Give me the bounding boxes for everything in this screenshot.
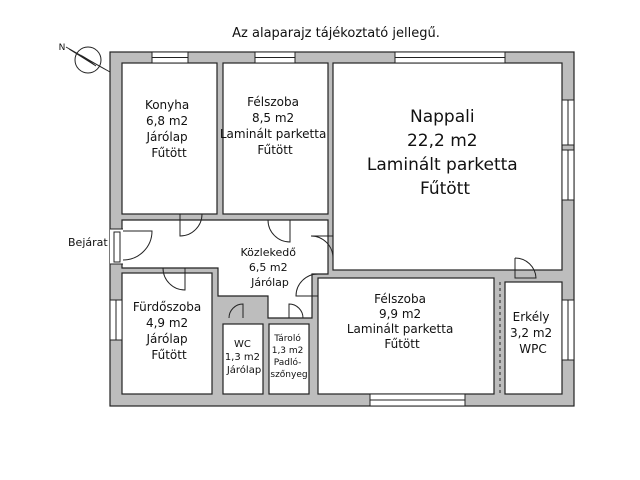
windows [109,51,575,407]
furdo-area: 4,9 m2 [146,316,188,330]
tarolo-name: Tároló [273,333,301,344]
svg-text:Félszoba 9,9 m2 La: Félszoba 9,9 m2 Laminált parketta Fűtött [347,292,457,351]
entrance-door [110,228,153,265]
tarolo-area: 1,3 m2 [272,346,304,356]
door-felszoba-2 [295,273,319,297]
north-label: N [59,43,66,53]
room-konyha [121,62,218,215]
svg-text:Félszoba 8,5 m2 La: Félszoba 8,5 m2 Laminált parketta Fűtött [220,95,330,157]
svg-text:Tároló 1,3 m2 Padl: Tároló 1,3 m2 Padló- szőnyeg [270,333,307,380]
felszoba1-name: Félszoba [247,95,299,109]
nappali-name: Nappali [410,107,475,127]
svg-text:Konyha 6,8 m2 Járó: Konyha 6,8 m2 Járólap Fűtött [145,98,193,160]
svg-text:Erkély 3,2 m2 WPC: Erkély 3,2 m2 WPC [510,310,556,356]
door-konyha [179,213,203,237]
door-wc [228,303,244,319]
svg-text:Közlekedő 6,5 m2 J: Közlekedő 6,5 m2 Járólap [241,246,300,289]
room-wc [222,323,264,395]
felszoba1-floor: Laminált parketta [220,127,326,141]
konyha-area: 6,8 m2 [146,114,188,128]
furdo-heat: Fűtött [151,348,187,362]
room-kozlekedo [121,219,329,319]
erkely-name: Erkély [513,310,550,324]
entrance-label: Bejárat [68,236,108,249]
kozlekedo-name: Közlekedő [241,246,297,259]
kozlekedo-area: 6,5 m2 [249,261,288,274]
wc-floor: Járólap [226,364,261,376]
room-felszoba-2 [317,277,495,395]
wc-name: WC [234,339,251,350]
tarolo-floor-2: szőnyeg [270,370,307,380]
felszoba1-heat: Fűtött [257,143,293,157]
room-furdo [121,272,213,395]
erkely-area: 3,2 m2 [510,326,552,340]
room-tarolo [268,323,310,395]
felszoba1-area: 8,5 m2 [252,111,294,125]
door-balcony [514,257,537,279]
door-felszoba-1 [267,219,291,243]
felszoba2-area: 9,9 m2 [379,307,421,321]
room-shapes [121,62,563,395]
furdo-name: Fürdőszoba [133,300,201,314]
plan-note: Az alaparajz tájékoztató jellegű. [232,26,440,41]
door-tarolo [288,303,304,319]
wc-area: 1,3 m2 [225,352,260,363]
felszoba2-floor: Laminált parketta [347,322,453,336]
room-labels: Konyha 6,8 m2 Járólap Fűtött Félszoba 8,… [133,95,556,380]
kozlekedo-floor: Járólap [250,276,289,289]
furdo-floor: Járólap [145,332,187,346]
nappali-area: 22,2 m2 [407,131,478,151]
konyha-heat: Fűtött [151,146,187,160]
room-nappali [332,62,563,271]
interior-doors [162,213,537,319]
svg-text:WC 1,3 m2 Járólap: WC 1,3 m2 Járólap [225,339,263,376]
door-nappali [310,235,334,259]
tarolo-floor-1: Padló- [274,357,302,368]
nappali-heat: Fűtött [420,179,470,199]
door-furdo [162,267,186,291]
konyha-floor: Járólap [145,130,187,144]
svg-text:Nappali 22,2 m2 La: Nappali 22,2 m2 Laminált parketta Fűtött [367,107,523,199]
room-erkely [504,281,563,395]
svg-text:Fürdőszoba 4,9 m2: Fürdőszoba 4,9 m2 Járólap Fűtött [133,300,205,362]
nappali-floor: Laminált parketta [367,155,518,175]
felszoba2-heat: Fűtött [384,337,420,351]
erkely-floor: WPC [519,342,546,356]
north-arrow-icon: N [59,43,111,74]
konyha-name: Konyha [145,98,189,112]
felszoba2-name: Félszoba [374,292,426,306]
